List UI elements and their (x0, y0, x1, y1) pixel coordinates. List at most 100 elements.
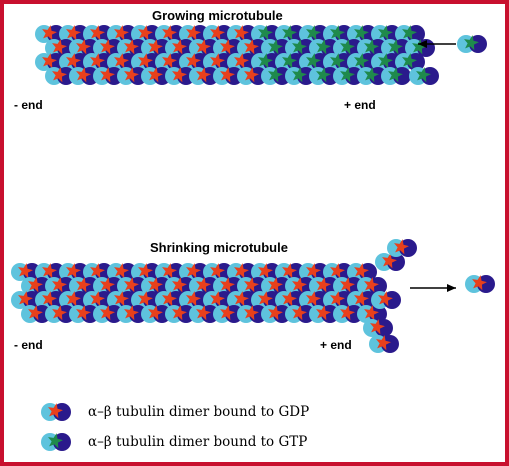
gtp-dimer (395, 53, 425, 71)
gdp-star (220, 305, 235, 321)
shrinking-release-arrow (410, 284, 456, 292)
gdp-star (234, 263, 249, 279)
gdp-star (114, 53, 129, 69)
gdp-star (472, 275, 487, 291)
gdp-star (382, 253, 397, 269)
gdp-star (210, 263, 225, 279)
gtp-star (340, 67, 355, 83)
gdp-star (244, 277, 259, 293)
gdp-star (66, 25, 81, 41)
gdp-star (244, 305, 259, 321)
gtp-star (388, 67, 403, 83)
gdp-star (282, 291, 297, 307)
shrinking-plus-end-label: + end (320, 338, 352, 352)
growing-addition-arrow (418, 40, 456, 48)
gdp-star (90, 291, 105, 307)
gdp-star (90, 25, 105, 41)
gtp-star (378, 53, 393, 69)
peeling-gdp-dimer (375, 253, 405, 271)
gdp-star (220, 39, 235, 55)
gtp-star (292, 39, 307, 55)
gtp-dimer (395, 25, 425, 43)
gdp-star (42, 263, 57, 279)
gdp-star (330, 291, 345, 307)
gdp-dimer (357, 305, 387, 323)
gdp-star (244, 67, 259, 83)
released-gdp-dimer (465, 275, 495, 293)
gdp-star (76, 305, 91, 321)
gdp-star (186, 53, 201, 69)
legend-gdp-dimer (41, 403, 71, 421)
gtp-star (464, 35, 479, 51)
gdp-star (148, 67, 163, 83)
gdp-star (370, 319, 385, 335)
gdp-star (148, 305, 163, 321)
gdp-star (66, 53, 81, 69)
gtp-star (292, 67, 307, 83)
gdp-star (234, 291, 249, 307)
gdp-star (138, 263, 153, 279)
gdp-star (196, 39, 211, 55)
growing-microtubule (35, 25, 439, 85)
gdp-star (100, 67, 115, 83)
gdp-star (196, 305, 211, 321)
gtp-star (316, 67, 331, 83)
gdp-star (52, 67, 67, 83)
gdp-star (66, 263, 81, 279)
gdp-dimer (299, 263, 329, 281)
gtp-star (364, 67, 379, 83)
gtp-star (268, 39, 283, 55)
gdp-star (234, 53, 249, 69)
gdp-star (186, 291, 201, 307)
gdp-star (162, 291, 177, 307)
legend-gdp-text: α–β tubulin dimer bound to GDP (88, 404, 310, 420)
gdp-star (210, 53, 225, 69)
gtp-star (258, 25, 273, 41)
gdp-star (42, 291, 57, 307)
gdp-star (394, 239, 409, 255)
gtp-dimer (409, 67, 439, 85)
gtp-star (258, 53, 273, 69)
gdp-star (292, 277, 307, 293)
gtp-star (306, 25, 321, 41)
gdp-dimer (165, 39, 195, 57)
gdp-star (66, 291, 81, 307)
gdp-star (376, 335, 391, 351)
gtp-star (354, 25, 369, 41)
gdp-star (316, 305, 331, 321)
gdp-dimer (347, 263, 377, 281)
gdp-star (378, 291, 393, 307)
legend-gtp-dimer (41, 433, 71, 451)
gtp-star (282, 53, 297, 69)
gdp-star (100, 39, 115, 55)
gdp-star (148, 39, 163, 55)
gdp-star (124, 67, 139, 83)
gtp-star (48, 433, 63, 449)
peeling-gdp-dimer (387, 239, 417, 257)
gdp-star (42, 53, 57, 69)
gtp-star (412, 39, 427, 55)
gdp-star (210, 25, 225, 41)
shrinking-minus-end-label: - end (14, 338, 43, 352)
gdp-star (100, 305, 115, 321)
gdp-star (196, 277, 211, 293)
gdp-star (48, 403, 63, 419)
gtp-star (306, 53, 321, 69)
gdp-star (210, 291, 225, 307)
gdp-star (186, 25, 201, 41)
gdp-star (114, 263, 129, 279)
gdp-star (124, 305, 139, 321)
gdp-star (28, 305, 43, 321)
gtp-star (416, 67, 431, 83)
gdp-star (364, 277, 379, 293)
gdp-dimer (45, 305, 75, 323)
gdp-star (354, 291, 369, 307)
gdp-star (52, 277, 67, 293)
gdp-star (172, 305, 187, 321)
gtp-dimer (251, 25, 281, 43)
gdp-star (18, 263, 33, 279)
peeling-gdp-dimer (369, 335, 399, 353)
gdp-star (340, 277, 355, 293)
gdp-star (316, 277, 331, 293)
